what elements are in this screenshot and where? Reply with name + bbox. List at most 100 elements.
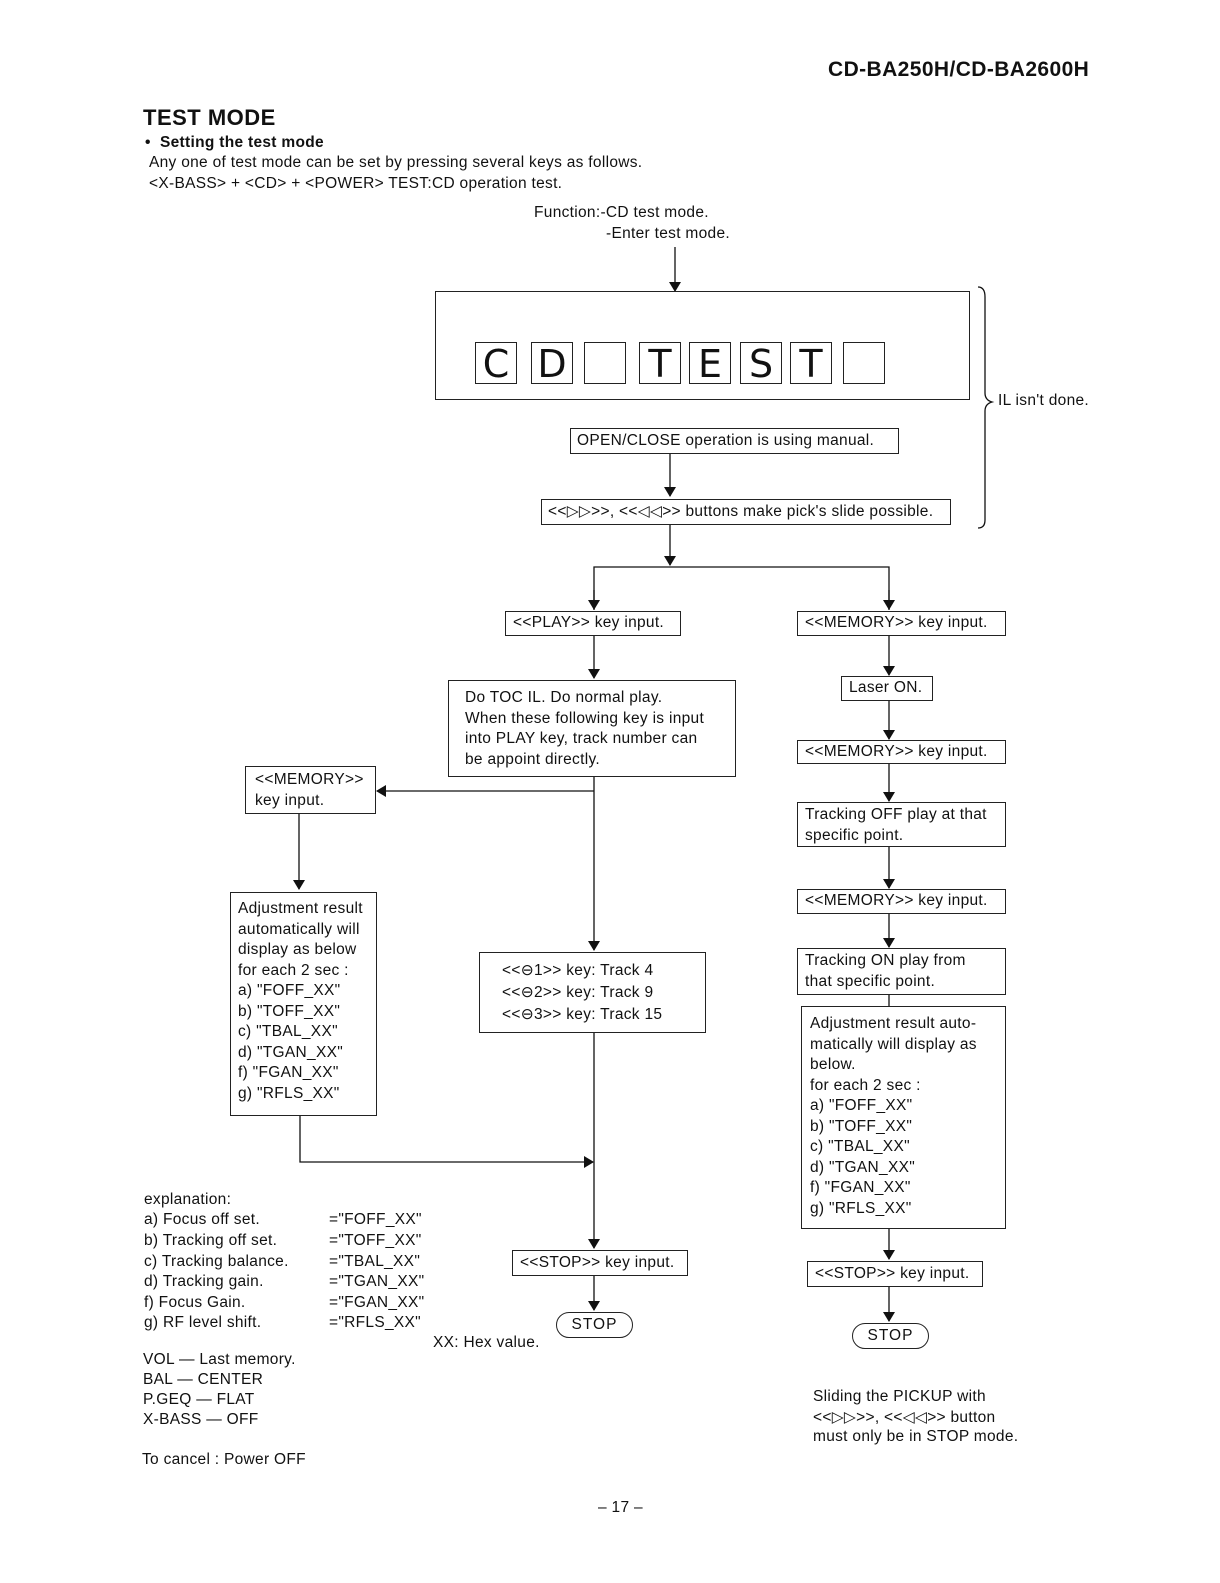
cancel-note: To cancel : Power OFF	[142, 1451, 306, 1468]
adjust-box-left: Adjustment result automatically will dis…	[230, 892, 377, 1116]
toc-box: Do TOC IL. Do normal play. When these fo…	[448, 680, 736, 777]
explanation-value: ="TGAN_XX"	[329, 1273, 425, 1290]
adjust-line: f) "FGAN_XX"	[810, 1179, 911, 1196]
brace-right	[977, 286, 995, 529]
adjust-line: c) "TBAL_XX"	[238, 1023, 338, 1040]
adjust-line: c) "TBAL_XX"	[810, 1138, 910, 1155]
explanation-label: b) Tracking off set.	[144, 1232, 278, 1249]
display-char: S	[740, 342, 782, 385]
default-line: X-BASS — OFF	[143, 1411, 259, 1428]
display-char	[584, 342, 626, 384]
adjust-line: b) "TOFF_XX"	[810, 1117, 913, 1135]
section-title: TEST MODE	[143, 105, 276, 130]
explanation-label: a) Focus off set.	[144, 1211, 260, 1228]
adjust-line: automatically will	[238, 920, 360, 938]
adjust-line: g) "RFLS_XX"	[238, 1084, 340, 1102]
brace-note: IL isn't done.	[998, 392, 1090, 409]
adjust-line: Adjustment result auto-	[810, 1015, 977, 1032]
adjust-line: d) "TGAN_XX"	[810, 1158, 916, 1176]
display-char: C	[475, 342, 517, 385]
explanation-label: g) RF level shift.	[144, 1314, 262, 1331]
pickup-note-line: Sliding the PICKUP with	[813, 1388, 986, 1405]
intro-line-1: Any one of test mode can be set by press…	[149, 154, 643, 171]
tracks-box: <<⊖1>> key: Track 4 <<⊖2>> key: Track 9 …	[479, 952, 706, 1033]
memory-key-box-1: <<MEMORY>> key input.	[797, 611, 1006, 636]
default-line: VOL — Last memory.	[143, 1351, 296, 1368]
page-number: – 17 –	[598, 1499, 643, 1516]
memory-key-box-3: <<MEMORY>> key input.	[797, 889, 1006, 914]
toc-line: into PLAY key, track number can	[465, 730, 698, 747]
section-subtitle: Setting the test mode	[160, 134, 324, 151]
toc-line: Do TOC IL. Do normal play.	[465, 689, 663, 706]
track-line: <<⊖3>> key: Track 15	[502, 1006, 663, 1023]
adjust-line: g) "RFLS_XX"	[810, 1199, 912, 1217]
adjust-line: below.	[810, 1056, 856, 1073]
split-line	[593, 566, 890, 610]
line-adjust-return	[299, 1116, 594, 1168]
model-header: CD-BA250H/CD-BA2600H	[828, 58, 1090, 81]
explanation-value: ="FGAN_XX"	[329, 1294, 425, 1311]
adjust-line: display as below	[238, 941, 357, 958]
tracking-off-box: Tracking OFF play at that specific point…	[797, 802, 1006, 847]
explanation-value: ="RFLS_XX"	[329, 1314, 421, 1331]
memory-key-box-left: <<MEMORY>> key input.	[245, 766, 376, 814]
explanation-value: ="TBAL_XX"	[329, 1253, 421, 1270]
tracking-on-line: Tracking ON play from	[805, 952, 966, 969]
default-line: BAL — CENTER	[143, 1371, 264, 1388]
slide-buttons-text: <<▷▷>>, <<◁◁>> buttons make pick's slide…	[548, 503, 934, 520]
adjust-line: for each 2 sec :	[810, 1076, 921, 1094]
intro-line-2: <X-BASS> + <CD> + <POWER> TEST:CD operat…	[149, 175, 563, 192]
adjust-line: f) "FGAN_XX"	[238, 1064, 339, 1081]
stop-key-box-right: <<STOP>> key input.	[807, 1261, 983, 1287]
subtitle-bullet: •	[145, 134, 151, 151]
explanation-title: explanation:	[144, 1191, 232, 1208]
memory-key-box-2: <<MEMORY>> key input.	[797, 740, 1006, 764]
function-line-2: -Enter test mode.	[606, 225, 730, 242]
stop-terminal-right: STOP	[852, 1323, 929, 1349]
adjust-line: d) "TGAN_XX"	[238, 1043, 344, 1061]
cd-test-display: C D T E S T	[435, 291, 970, 400]
explanation-label: f) Focus Gain.	[144, 1294, 246, 1311]
laser-text: Laser ON.	[849, 679, 923, 696]
toc-line: When these following key is input	[465, 709, 705, 727]
track-line: <<⊖2>> key: Track 9	[502, 984, 654, 1001]
tracking-on-line: that specific point.	[805, 972, 936, 990]
display-char: D	[531, 342, 573, 385]
display-char: E	[689, 342, 731, 385]
adjust-line: for each 2 sec :	[238, 961, 349, 979]
laser-box: Laser ON.	[841, 676, 933, 701]
hex-note: XX: Hex value.	[433, 1334, 540, 1351]
stop-terminal-left: STOP	[556, 1312, 633, 1338]
toc-line: be appoint directly.	[465, 750, 600, 768]
adjust-line: b) "TOFF_XX"	[238, 1002, 341, 1020]
stop-key-box-left: <<STOP>> key input.	[512, 1250, 688, 1276]
memory-key-text: <<MEMORY>> key input.	[805, 892, 988, 909]
explanation-value: ="FOFF_XX"	[329, 1211, 422, 1228]
tracking-on-box: Tracking ON play from that specific poin…	[797, 948, 1006, 995]
explanation-label: c) Tracking balance.	[144, 1253, 289, 1270]
adjust-line: matically will display as	[810, 1035, 977, 1053]
memory-key-text: <<MEMORY>> key input.	[805, 743, 988, 760]
memory-key-line: key input.	[255, 791, 325, 809]
memory-key-text: <<MEMORY>> key input.	[805, 614, 988, 631]
display-char: T	[639, 342, 681, 385]
open-close-text: OPEN/CLOSE operation is using manual.	[577, 432, 875, 449]
adjust-line: a) "FOFF_XX"	[810, 1097, 913, 1114]
play-key-box: <<PLAY>> key input.	[505, 611, 681, 636]
explanation-label: d) Tracking gain.	[144, 1273, 264, 1290]
open-close-box: OPEN/CLOSE operation is using manual.	[570, 428, 899, 454]
function-line-1: Function:-CD test mode.	[534, 204, 709, 221]
display-char	[843, 342, 885, 384]
pickup-note-line: must only be in STOP mode.	[813, 1428, 1019, 1445]
tracking-off-line: Tracking OFF play at that	[805, 806, 987, 823]
display-char: T	[790, 342, 832, 385]
explanation-value: ="TOFF_XX"	[329, 1232, 422, 1249]
adjust-line: a) "FOFF_XX"	[238, 982, 341, 999]
memory-key-line: <<MEMORY>>	[255, 771, 364, 788]
default-line: P.GEQ — FLAT	[143, 1391, 255, 1408]
adjust-line: Adjustment result	[238, 900, 363, 917]
pickup-note-line: <<▷▷>>, <<◁◁>> button	[813, 1409, 996, 1426]
play-key-text: <<PLAY>> key input.	[513, 614, 665, 631]
slide-buttons-box: <<▷▷>>, <<◁◁>> buttons make pick's slide…	[541, 499, 951, 525]
